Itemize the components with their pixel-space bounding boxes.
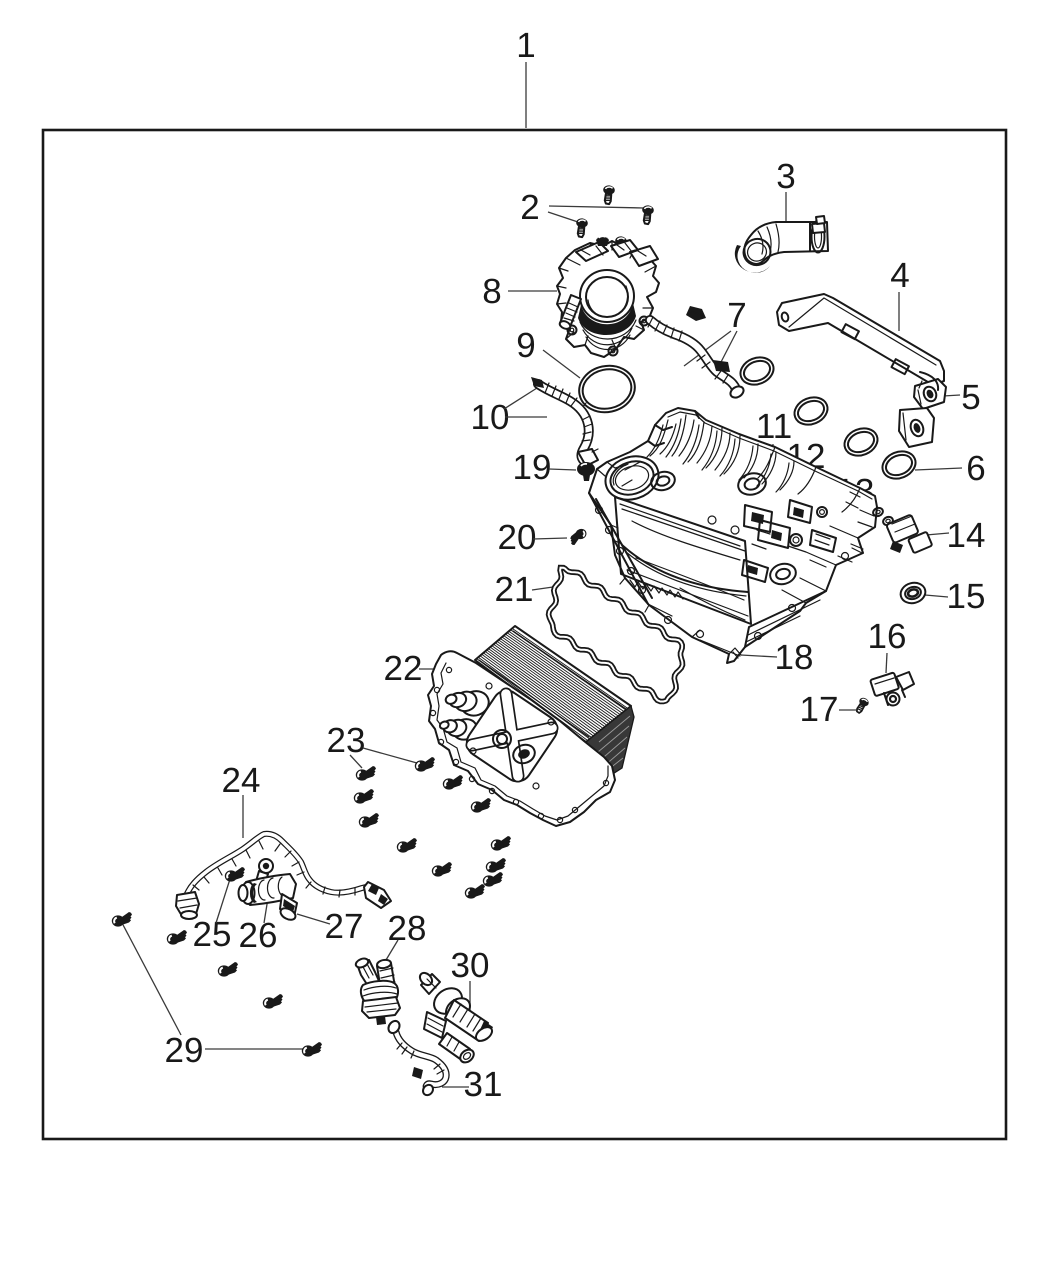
svg-text:29: 29 <box>165 1031 204 1070</box>
svg-text:19: 19 <box>513 448 552 487</box>
svg-text:25: 25 <box>193 915 232 954</box>
svg-text:14: 14 <box>947 516 986 555</box>
svg-text:17: 17 <box>800 690 839 729</box>
svg-text:5: 5 <box>961 378 980 417</box>
svg-text:31: 31 <box>464 1065 503 1104</box>
svg-text:26: 26 <box>239 916 278 955</box>
svg-text:21: 21 <box>495 570 534 609</box>
svg-text:28: 28 <box>388 909 427 948</box>
svg-text:4: 4 <box>890 256 909 295</box>
svg-text:8: 8 <box>482 272 501 311</box>
svg-text:22: 22 <box>384 649 423 688</box>
svg-text:9: 9 <box>516 326 535 365</box>
svg-text:10: 10 <box>471 398 510 437</box>
svg-text:20: 20 <box>498 518 537 557</box>
svg-text:18: 18 <box>775 638 814 677</box>
svg-text:7: 7 <box>727 296 746 335</box>
svg-text:3: 3 <box>776 157 795 196</box>
svg-text:11: 11 <box>756 407 792 446</box>
svg-text:27: 27 <box>325 907 364 946</box>
svg-text:2: 2 <box>520 188 539 227</box>
svg-text:23: 23 <box>327 721 366 760</box>
svg-text:1: 1 <box>516 26 535 65</box>
svg-text:30: 30 <box>451 946 490 985</box>
svg-text:16: 16 <box>868 617 907 656</box>
svg-text:6: 6 <box>966 449 985 488</box>
svg-text:24: 24 <box>222 761 261 800</box>
svg-text:15: 15 <box>947 577 986 616</box>
